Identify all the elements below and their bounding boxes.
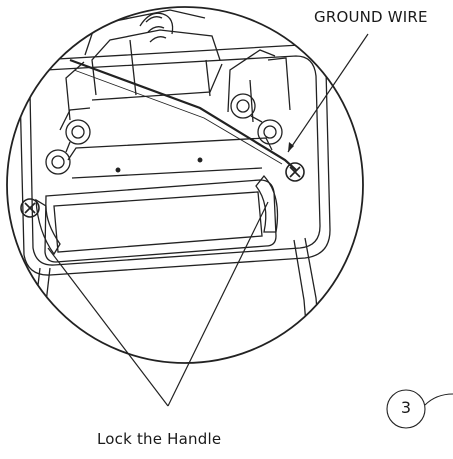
lock-tabs [35, 174, 279, 256]
screw-bosses [45, 93, 283, 175]
magnifier-circle [6, 6, 364, 364]
mount-legs [33, 237, 323, 363]
magnified-detail [19, 9, 331, 363]
step-number: 3 [400, 398, 412, 417]
ground-wire [69, 58, 297, 171]
lock-screw [20, 198, 40, 218]
internal-mechanism [59, 9, 291, 131]
ground-wire-callout: GROUND WIRE [314, 8, 428, 26]
ground-screw [285, 162, 305, 182]
lock-handle-callout: Lock the Handle [97, 430, 222, 448]
handle-recess [44, 137, 277, 263]
ground-wire-leader [287, 33, 369, 153]
step-indicator [386, 389, 453, 429]
lock-handle-leaders [47, 201, 269, 407]
